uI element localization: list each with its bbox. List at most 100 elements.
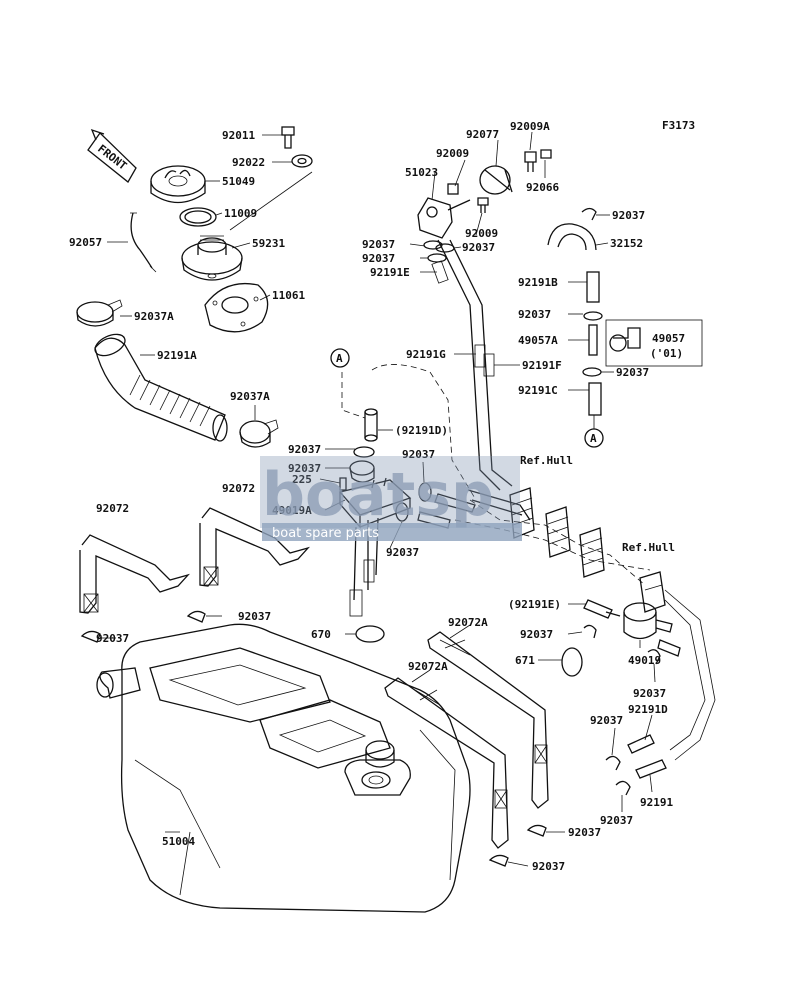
clip-92037-left1-drawing (186, 610, 206, 623)
fuel-lines-upper-drawing (437, 239, 531, 521)
hose-92191c-drawing (588, 382, 602, 416)
label-92191d-lower: 92191D (628, 703, 668, 716)
label-92072-left: 92072 (96, 502, 129, 515)
label-92037-f1: 92037 (520, 628, 553, 641)
label-92022: 92022 (232, 156, 265, 169)
clamp-92037a-lower-drawing (239, 419, 279, 448)
label-49019: 49019 (628, 654, 661, 667)
hose-92191b-drawing (586, 271, 600, 303)
callout-a-lower: A (590, 432, 597, 445)
label-92191e: 92191E (370, 266, 410, 279)
tether-92057-drawing (130, 212, 153, 269)
o-ring-670-drawing (355, 625, 385, 643)
strap-92072a-upper-drawing (427, 631, 549, 809)
label-92037a-upper: 92037A (134, 310, 174, 323)
label-92011: 92011 (222, 129, 255, 142)
fuel-tank-51004-drawing (96, 623, 471, 913)
front-arrow: FRONT (87, 128, 137, 183)
vent-hose-32152-drawing (547, 223, 597, 251)
fuel-valve-51023-drawing (417, 183, 471, 239)
check-valve-49057a-drawing (588, 324, 598, 356)
o-ring-671-drawing (561, 647, 583, 677)
inset-49057-box (605, 319, 703, 367)
label-92191e-paren: (92191E) (508, 598, 561, 611)
callout-a-upper-circle (330, 348, 350, 368)
label-ref-hull-1: Ref.Hull (520, 454, 573, 467)
hose-92191a-drawing (94, 333, 228, 442)
label-92037-r2: 92037 (616, 366, 649, 379)
screw-92009-lower-drawing (477, 197, 489, 213)
label-92009a: 92009A (510, 120, 550, 133)
clamp-92037a-upper-drawing (76, 299, 123, 327)
clamp-92037-vent-drawing (581, 207, 597, 221)
clip-92037-bottom1-drawing (526, 824, 547, 837)
leader-lines (100, 131, 656, 896)
label-49057: 49057 (652, 332, 685, 345)
strap-92072-left-drawing (79, 534, 190, 614)
label-49057a: 49057A (518, 334, 558, 347)
knob-92077-drawing (479, 165, 513, 195)
label-92009-upper: 92009 (436, 147, 469, 160)
line-art: FRONT (76, 126, 716, 913)
label-92037a-lower: 92037A (230, 390, 270, 403)
label-225: 225 (292, 473, 312, 486)
label-32152: 32152 (610, 237, 643, 250)
clip-92037-b-drawing (395, 502, 409, 522)
hose-92191e-drawing (583, 599, 613, 619)
label-92072a-lower: 92072A (408, 660, 448, 673)
label-92057: 92057 (69, 236, 102, 249)
hose-92191d-lower-drawing (627, 734, 655, 754)
watermark-brand: boatsp (262, 460, 494, 530)
clip-92037-left2-drawing (80, 630, 101, 643)
label-49019a: 49019A (272, 504, 312, 517)
label-92072a-upper: 92072A (448, 616, 488, 629)
label-92037-left: 92037 (96, 632, 129, 645)
figure-code: F3173 (662, 119, 695, 132)
filter-49019-drawing (605, 602, 673, 640)
label-92037-p4: 92037 (386, 546, 419, 559)
label-670: 670 (311, 628, 331, 641)
label-92037-v3: 92037 (362, 252, 395, 265)
filler-neck-59231-drawing (181, 235, 243, 281)
gasket-11061-drawing (204, 282, 269, 333)
label-92191: 92191 (640, 796, 673, 809)
bolt-92011-drawing (281, 126, 295, 149)
label-92066: 92066 (526, 181, 559, 194)
label-92077: 92077 (466, 128, 499, 141)
label-92037-b1: 92037 (568, 826, 601, 839)
label-92072-right: 92072 (222, 482, 255, 495)
label-671: 671 (515, 654, 535, 667)
fuel-cap-51049-drawing (150, 165, 206, 204)
label-92037-p1: 92037 (288, 443, 321, 456)
label-92037-vent: 92037 (612, 209, 645, 222)
watermark: boatsp boat spare parts (260, 456, 522, 541)
label-51049: 51049 (222, 175, 255, 188)
label-49057-year: ('01) (650, 347, 683, 360)
label-92037-strap: 92037 (238, 610, 271, 623)
strap-92072a-lower-drawing (384, 677, 509, 849)
label-92191a: 92191A (157, 349, 197, 362)
label-92191d-paren: (92191D) (395, 424, 448, 437)
label-92009-lower: 92009 (465, 227, 498, 240)
label-92191c: 92191C (518, 384, 558, 397)
nut-92066-drawing (540, 149, 552, 159)
watermark-tagline: boat spare parts (272, 526, 379, 541)
label-92037-p3: 92037 (402, 448, 435, 461)
label-92037-v2: 92037 (462, 241, 495, 254)
label-92037-p2: 92037 (288, 462, 321, 475)
label-92191f: 92191F (522, 359, 562, 372)
label-11061: 11061 (272, 289, 305, 302)
label-ref-hull-2: Ref.Hull (622, 541, 675, 554)
label-92191b: 92191B (518, 276, 558, 289)
label-92037-f2: 92037 (633, 687, 666, 700)
label-92037-b2: 92037 (532, 860, 565, 873)
label-92037-f4: 92037 (600, 814, 633, 827)
hose-92191-drawing (635, 759, 667, 779)
label-92037-v1: 92037 (362, 238, 395, 251)
label-92037-f3: 92037 (590, 714, 623, 727)
label-92191g: 92191G (406, 348, 446, 361)
label-51004: 51004 (162, 835, 195, 848)
washer-92022-drawing (291, 154, 313, 168)
screw-92009a-drawing (524, 151, 537, 172)
part-labels: F3173 92011 92022 51049 11009 92057 5923… (69, 119, 695, 873)
